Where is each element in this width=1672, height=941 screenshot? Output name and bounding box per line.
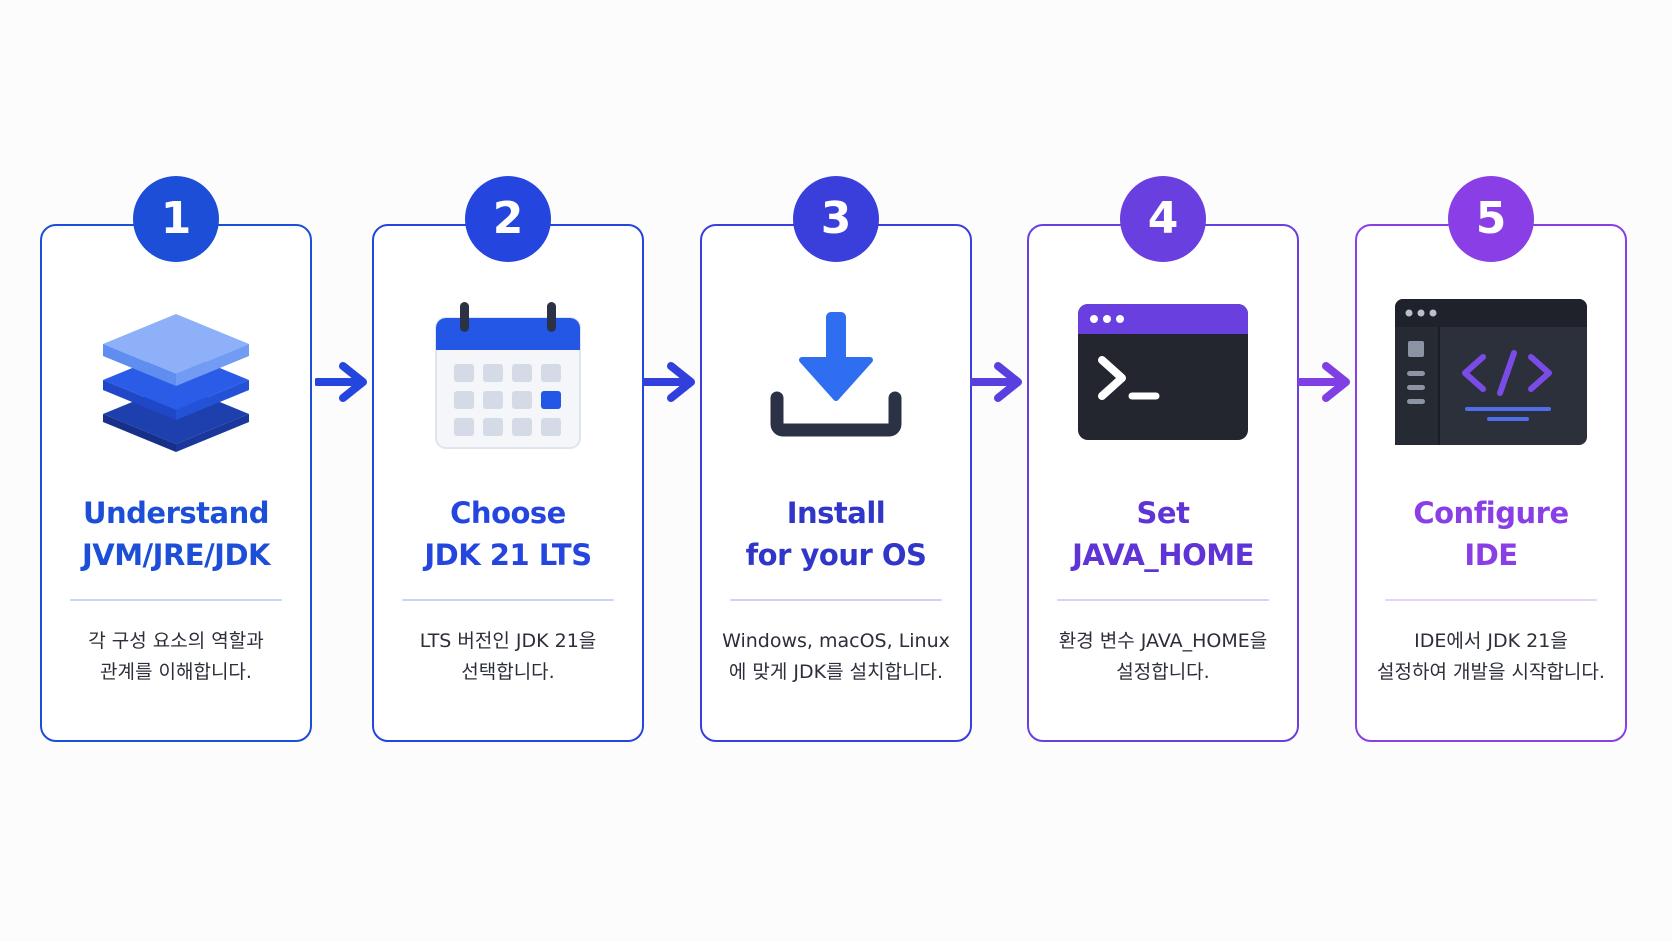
- step-title-line-2: JAVA_HOME: [1072, 538, 1254, 572]
- step-card-5: Configure IDE IDE에서 JDK 21을 설정하여 개발을 시작합…: [1355, 224, 1627, 742]
- divider: [402, 599, 614, 601]
- download-icon: [702, 282, 970, 462]
- step-title-line-2: for your OS: [745, 538, 927, 572]
- step-description: IDE에서 JDK 21을 설정하여 개발을 시작합니다.: [1357, 626, 1625, 688]
- divider: [1057, 599, 1269, 601]
- step-card-2: Choose JDK 21 LTS LTS 버전인 JDK 21을 선택합니다.: [372, 224, 644, 742]
- step-description-line-2: 설정합니다.: [1116, 661, 1210, 683]
- arrow-right-icon: [1298, 362, 1350, 402]
- divider: [1385, 599, 1597, 601]
- step-description-line-2: 설정하여 개발을 시작합니다.: [1377, 661, 1605, 683]
- step-description-line-1: IDE에서 JDK 21을: [1414, 630, 1568, 652]
- ide-code-icon: [1357, 282, 1625, 462]
- step-title-line-2: JVM/JRE/JDK: [81, 538, 271, 572]
- step-description: 환경 변수 JAVA_HOME을 설정합니다.: [1029, 626, 1297, 688]
- arrow-right-icon: [970, 362, 1022, 402]
- step-number-badge-4: 4: [1120, 176, 1206, 262]
- step-title-line-1: Install: [786, 496, 886, 530]
- terminal-icon: [1029, 282, 1297, 462]
- step-description-line-2: 에 맞게 JDK를 설치합니다.: [728, 661, 944, 683]
- step-title: Set JAVA_HOME: [1029, 492, 1297, 576]
- step-title-line-1: Understand: [82, 496, 270, 530]
- step-description: 각 구성 요소의 역할과 관계를 이해합니다.: [42, 626, 310, 688]
- step-number-badge-5: 5: [1448, 176, 1534, 262]
- step-title-line-2: IDE: [1464, 538, 1518, 572]
- step-card-3: Install for your OS Windows, macOS, Linu…: [700, 224, 972, 742]
- step-number-badge-3: 3: [793, 176, 879, 262]
- step-card-4: Set JAVA_HOME 환경 변수 JAVA_HOME을 설정합니다.: [1027, 224, 1299, 742]
- step-description-line-1: 각 구성 요소의 역할과: [88, 630, 264, 652]
- step-title: Understand JVM/JRE/JDK: [42, 492, 310, 576]
- step-card-1: Understand JVM/JRE/JDK 각 구성 요소의 역할과 관계를 …: [40, 224, 312, 742]
- step-description-line-1: 환경 변수 JAVA_HOME을: [1058, 630, 1268, 652]
- divider: [730, 599, 942, 601]
- layers-icon: [42, 282, 310, 462]
- step-description-line-1: Windows, macOS, Linux: [722, 630, 950, 652]
- step-title: Install for your OS: [702, 492, 970, 576]
- step-title-line-1: Configure: [1413, 496, 1569, 530]
- step-description: LTS 버전인 JDK 21을 선택합니다.: [374, 626, 642, 688]
- step-title-line-1: Set: [1136, 496, 1190, 530]
- step-description: Windows, macOS, Linux 에 맞게 JDK를 설치합니다.: [702, 626, 970, 688]
- step-title: Choose JDK 21 LTS: [374, 492, 642, 576]
- step-description-line-2: 관계를 이해합니다.: [100, 661, 252, 683]
- calendar-icon: [374, 282, 642, 462]
- step-description-line-1: LTS 버전인 JDK 21을: [419, 630, 597, 652]
- step-title: Configure IDE: [1357, 492, 1625, 576]
- arrow-right-icon: [315, 362, 367, 402]
- divider: [70, 599, 282, 601]
- arrow-right-icon: [643, 362, 695, 402]
- step-title-line-2: JDK 21 LTS: [424, 538, 592, 572]
- step-number-badge-1: 1: [133, 176, 219, 262]
- step-title-line-1: Choose: [450, 496, 566, 530]
- step-number-badge-2: 2: [465, 176, 551, 262]
- step-description-line-2: 선택합니다.: [461, 661, 555, 683]
